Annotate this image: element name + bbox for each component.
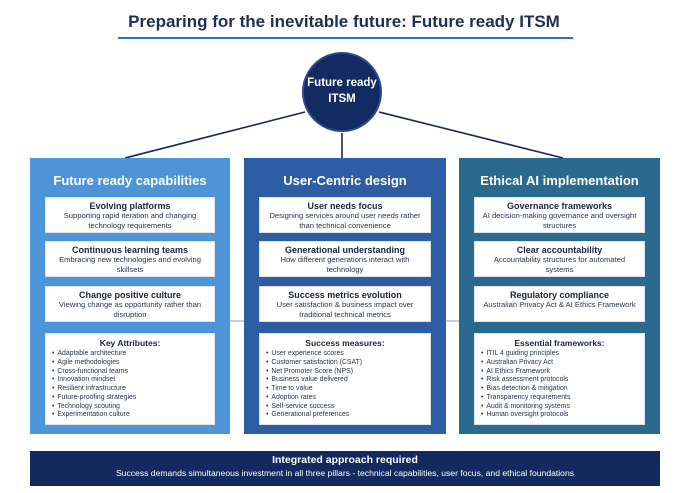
card-title: Change positive culture bbox=[78, 290, 182, 300]
list-title: Key Attributes: bbox=[99, 338, 161, 348]
list-item: Risk assessment protocols bbox=[481, 376, 638, 385]
list-item: Bias detection & mitigation bbox=[481, 385, 638, 394]
list-item: Resilient infrastructure bbox=[52, 385, 208, 394]
card-desc: Australian Privacy Act & AI Ethics Frame… bbox=[483, 300, 636, 310]
list-item: Self-service success bbox=[266, 403, 424, 412]
card-desc: Supporting rapid iteration and changing … bbox=[63, 211, 197, 230]
list-item: Adoption rates bbox=[266, 394, 424, 403]
list-item: Net Promoter Score (NPS) bbox=[266, 368, 424, 377]
success-measures-box: Success measures: User experience scores… bbox=[259, 333, 431, 425]
list-item: Human oversight protocols bbox=[481, 411, 638, 420]
list-item: AI Ethics Framework bbox=[481, 368, 638, 377]
list-item: Audit & monitoring systems bbox=[481, 403, 638, 412]
card-change-positive-culture: Change positive culture Viewing change a… bbox=[45, 286, 215, 322]
card-desc: Embracing new technologies and evolving … bbox=[59, 255, 201, 274]
card-regulatory-compliance: Regulatory compliance Australian Privacy… bbox=[474, 286, 645, 322]
list-item: User experience scores bbox=[266, 350, 424, 359]
card-desc: Viewing change as opportunity rather tha… bbox=[58, 300, 202, 319]
essential-frameworks-box: Essential frameworks: ITIL 4 guiding pri… bbox=[474, 333, 645, 425]
card-continuous-learning-teams: Continuous learning teams Embracing new … bbox=[45, 241, 215, 277]
list-item: Generational preferences bbox=[266, 411, 424, 420]
hub-label-line2: ITSM bbox=[328, 93, 356, 105]
card-clear-accountability: Clear accountability Accountability stru… bbox=[474, 241, 645, 277]
list-item: Innovation mindset bbox=[52, 376, 208, 385]
pillar-ethical-ai-implementation: Ethical AI implementation Governance fra… bbox=[459, 158, 660, 434]
card-title: Success metrics evolution bbox=[288, 290, 402, 300]
list-item: Future-proofing strategies bbox=[52, 394, 208, 403]
list-item: Cross-functional teams bbox=[52, 368, 208, 377]
pillar-title: Ethical AI implementation bbox=[480, 173, 639, 188]
card-desc: AI decision-making governance and oversi… bbox=[482, 211, 637, 230]
list-title: Success measures: bbox=[305, 338, 385, 348]
integrated-approach-banner: Integrated approach required Success dem… bbox=[30, 451, 660, 486]
connector-hub-left bbox=[124, 111, 306, 159]
card-title: User needs focus bbox=[307, 201, 383, 211]
card-desc: User satisfaction & business impact over… bbox=[276, 300, 414, 319]
card-evolving-platforms: Evolving platforms Supporting rapid iter… bbox=[45, 197, 215, 233]
card-title: Continuous learning teams bbox=[71, 245, 188, 255]
list-item: Customer satisfaction (CSAT) bbox=[266, 359, 424, 368]
list-title: Essential frameworks: bbox=[514, 338, 605, 348]
pillar-title: Future ready capabilities bbox=[53, 173, 207, 188]
list-item: ITIL 4 guiding principles bbox=[481, 350, 638, 359]
list-item: Australian Privacy Act bbox=[481, 359, 638, 368]
hub-label-line1: Future ready bbox=[307, 77, 377, 90]
list-item: Adaptable architecture bbox=[52, 350, 208, 359]
card-title: Generational understanding bbox=[284, 245, 405, 255]
page-title: Preparing for the inevitable future: Fut… bbox=[128, 12, 560, 31]
banner-title: Integrated approach required bbox=[272, 454, 418, 466]
hub-circle: Future ready ITSM bbox=[302, 52, 382, 132]
key-attributes-box: Key Attributes: Adaptable architecture A… bbox=[45, 333, 215, 425]
card-desc: Designing services around user needs rat… bbox=[269, 211, 421, 230]
pillar-title: User-Centric design bbox=[283, 173, 407, 188]
list-item: Transparency requirements bbox=[481, 394, 638, 403]
title-underline bbox=[118, 37, 573, 39]
banner-description: Success demands simultaneous investment … bbox=[115, 468, 575, 478]
list-item: Business value delivered bbox=[266, 376, 424, 385]
pillar-future-ready-capabilities: Future ready capabilities Evolving platf… bbox=[30, 158, 230, 434]
card-success-metrics-evolution: Success metrics evolution User satisfact… bbox=[259, 286, 431, 322]
connector-hub-right bbox=[378, 111, 564, 159]
card-title: Clear accountability bbox=[516, 245, 603, 255]
card-desc: Accountability structures for automated … bbox=[493, 255, 626, 274]
list-item: Technology scouting bbox=[52, 403, 208, 412]
card-title: Regulatory compliance bbox=[509, 290, 610, 300]
card-governance-frameworks: Governance frameworks AI decision-making… bbox=[474, 197, 645, 233]
pillar-user-centric-design: User-Centric design User needs focus Des… bbox=[244, 158, 446, 434]
list-item: Time to value bbox=[266, 385, 424, 394]
card-title: Evolving platforms bbox=[89, 201, 171, 211]
list-item: Agile methodologies bbox=[52, 359, 208, 368]
card-title: Governance frameworks bbox=[506, 201, 613, 211]
list-item: Experimentation culture bbox=[52, 411, 208, 420]
card-desc: How different generations interact with … bbox=[280, 255, 410, 274]
card-generational-understanding: Generational understanding How different… bbox=[259, 241, 431, 277]
card-user-needs-focus: User needs focus Designing services arou… bbox=[259, 197, 431, 233]
